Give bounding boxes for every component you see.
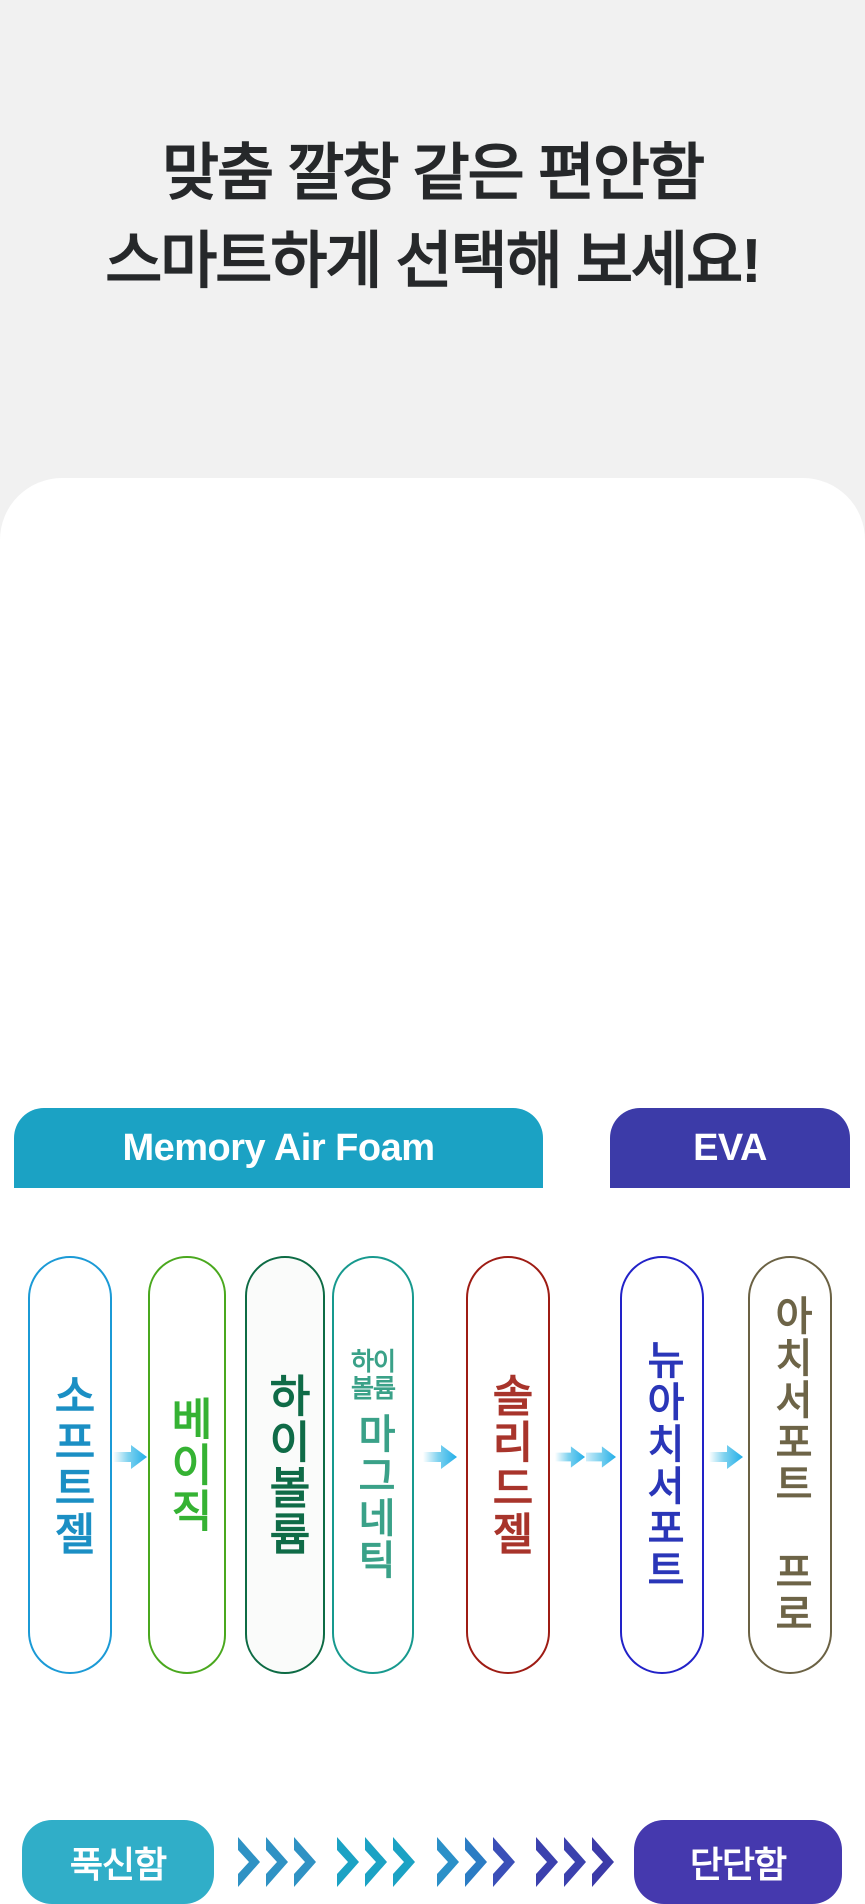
arrow-right-icon (554, 1446, 585, 1468)
product-prelabel: 하이 볼륨 (350, 1348, 396, 1403)
product-label: 솔리드젤 (484, 1373, 533, 1557)
chevron-group-1 (236, 1834, 320, 1890)
chevron-right-icon (591, 1837, 614, 1887)
flow-arrow-magnetic-to-solid-gel (414, 1433, 466, 1481)
legend-chip-soft-label: 푹신함 (69, 1844, 167, 1885)
category-banner-label: EVA (693, 1126, 767, 1169)
flow-arrow-soft-gel-to-basic (112, 1433, 148, 1481)
firmness-legend: 푹신함 (0, 1820, 865, 1904)
legend-chip-firm: 단단함 (634, 1820, 842, 1904)
flow-arrow-new-arch-support-to-pro (704, 1433, 748, 1481)
legend-chip-soft: 푹신함 (22, 1820, 214, 1904)
firmness-gradient-chevrons (236, 1832, 618, 1892)
arrow-right-icon (585, 1446, 616, 1468)
product-pill-basic[interactable]: 베이직 (148, 1256, 226, 1674)
product-pill-soft-gel[interactable]: 소프트젤 (28, 1256, 112, 1674)
arrow-right-icon (423, 1445, 457, 1469)
product-prelabel-line-1: 하이 (350, 1348, 396, 1376)
chevron-group-4 (534, 1834, 618, 1890)
headline-line-2: 스마트하게 선택해 보세요! (105, 227, 762, 297)
category-banner-memory-air-foam: Memory Air Foam (14, 1108, 543, 1188)
chevron-right-icon (492, 1837, 515, 1887)
legend-chip-firm-label: 단단함 (689, 1844, 787, 1885)
category-banner-eva: EVA (610, 1108, 850, 1188)
arrow-right-icon (709, 1445, 743, 1469)
chevron-right-icon (563, 1837, 586, 1887)
comparison-card: Memory Air Foam EVA 소프트젤 베이직 하이볼륨 하이 볼륨 … (0, 478, 865, 1904)
arrow-right-icon (113, 1445, 147, 1469)
chevron-right-icon (436, 1837, 459, 1887)
product-label: 하이볼륨 (261, 1373, 310, 1557)
chevron-group-3 (435, 1834, 519, 1890)
headline-line-1: 맞춤 깔창 같은 편안함 (161, 139, 705, 208)
chevron-right-icon (294, 1837, 316, 1887)
chevron-right-icon (266, 1837, 288, 1887)
chevron-right-icon (365, 1837, 388, 1887)
flow-arrow-solid-gel-to-new-arch-support (550, 1433, 620, 1481)
product-pill-new-arch-support[interactable]: 뉴아치서포트 (620, 1256, 704, 1674)
category-banner-label: Memory Air Foam (122, 1126, 435, 1169)
chevron-right-icon (535, 1837, 558, 1887)
chevron-right-icon (238, 1837, 260, 1887)
product-label: 뉴아치서포트 (640, 1339, 684, 1591)
product-prelabel-line-2: 볼륨 (350, 1375, 396, 1403)
product-label: 마그네틱 (351, 1413, 395, 1581)
product-label: 베이직 (163, 1396, 212, 1534)
product-label: 아치서포트 프로 (768, 1295, 812, 1635)
chevron-right-icon (393, 1837, 416, 1887)
product-pill-high-volume-magnetic[interactable]: 하이 볼륨 마그네틱 (332, 1256, 414, 1674)
chevron-right-icon (337, 1837, 360, 1887)
page-title: 맞춤 깔창 같은 편안함 스마트하게 선택해 보세요! (0, 130, 865, 306)
product-label: 소프트젤 (46, 1373, 95, 1557)
product-pill-high-volume[interactable]: 하이볼륨 (245, 1256, 325, 1674)
chevron-group-2 (335, 1834, 419, 1890)
product-pill-arch-support-pro[interactable]: 아치서포트 프로 (748, 1256, 832, 1674)
product-pill-solid-gel[interactable]: 솔리드젤 (466, 1256, 550, 1674)
chevron-right-icon (464, 1837, 487, 1887)
